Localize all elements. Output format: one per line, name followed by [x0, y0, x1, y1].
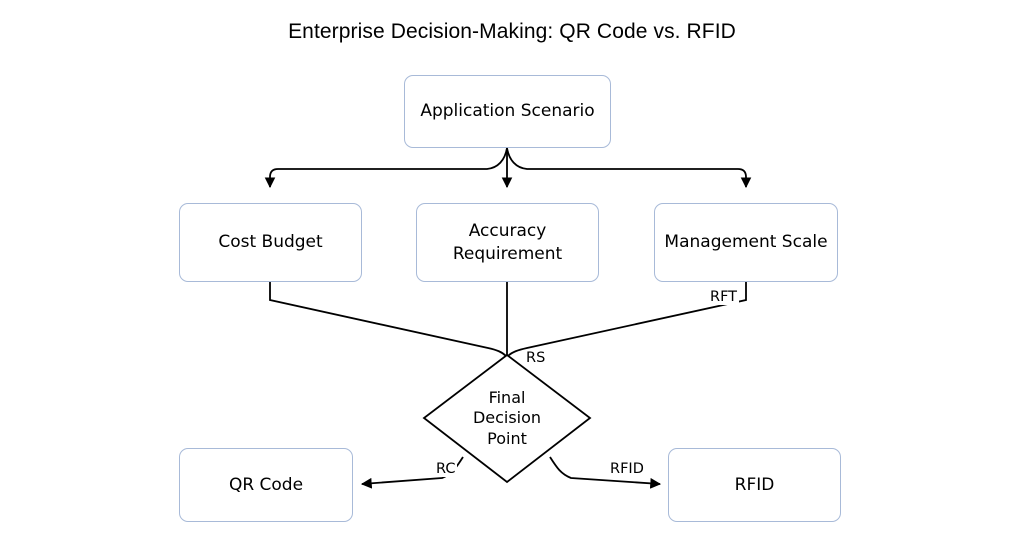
edge-label-rc: RC [434, 461, 458, 477]
node-management-scale[interactable]: Management Scale [654, 203, 838, 282]
node-rfid-label: RFID [734, 474, 775, 495]
node-qr-code-label: QR Code [228, 474, 304, 495]
node-final-decision-point-label: Final Decision Point [472, 387, 542, 448]
node-management-scale-label: Management Scale [664, 232, 828, 253]
node-application-scenario-label: Application Scenario [420, 101, 595, 122]
edge-cost-budget-to-decision [269, 282, 507, 357]
node-accuracy-requirement[interactable]: Accuracy Requirement [416, 203, 599, 282]
node-application-scenario[interactable]: Application Scenario [404, 75, 611, 148]
edge-label-rs: RS [524, 350, 548, 366]
edge-label-rfid: RFID [608, 461, 646, 477]
node-accuracy-requirement-label: Accuracy Requirement [452, 220, 563, 264]
node-rfid[interactable]: RFID [668, 448, 841, 522]
edge-scenario-to-management-scale [506, 147, 752, 189]
node-cost-budget-label: Cost Budget [218, 232, 323, 253]
edge-label-rft: RFT [708, 289, 740, 305]
node-qr-code[interactable]: QR Code [179, 448, 353, 522]
page-title: Enterprise Decision-Making: QR Code vs. … [288, 20, 736, 43]
edge-scenario-to-cost-budget [264, 147, 508, 189]
node-cost-budget[interactable]: Cost Budget [179, 203, 362, 282]
